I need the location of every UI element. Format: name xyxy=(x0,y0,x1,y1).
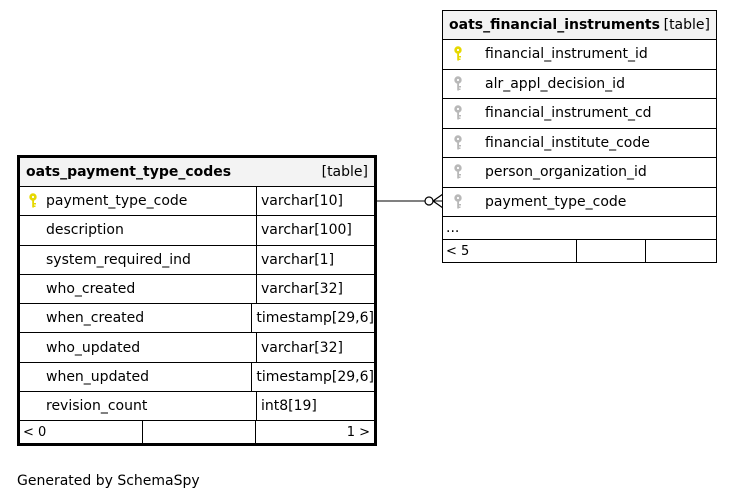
column-name-cell: financial_instrument_id xyxy=(443,40,716,69)
parents-count: < 5 xyxy=(443,240,577,262)
foreign-key-icon xyxy=(453,194,463,210)
table-footer: < 0 1 > xyxy=(20,421,374,444)
table-name[interactable]: oats_payment_type_codes xyxy=(26,164,232,180)
column-row[interactable]: financial_instrument_cd xyxy=(443,99,716,129)
more-columns-indicator: ... xyxy=(443,217,716,240)
column-name: description xyxy=(46,222,124,239)
column-row[interactable]: who_updated varchar[32] xyxy=(20,333,374,363)
column-row[interactable]: alr_appl_decision_id xyxy=(443,70,716,99)
table-type: [table] xyxy=(663,17,710,33)
column-name: system_required_ind xyxy=(46,251,191,268)
foreign-key-icon xyxy=(453,105,463,121)
column-row[interactable]: revision_count int8[19] xyxy=(20,392,374,422)
foreign-key-icon xyxy=(453,76,463,92)
column-type: varchar[100] xyxy=(261,222,352,239)
column-row[interactable]: payment_type_code xyxy=(443,188,716,217)
generated-by-credit: Generated by SchemaSpy xyxy=(17,473,200,489)
column-name: when_updated xyxy=(46,368,150,385)
column-name-cell: payment_type_code xyxy=(20,187,257,216)
column-row[interactable]: when_updated timestamp[29,6] xyxy=(20,362,374,393)
parents-count: < 0 xyxy=(20,421,143,444)
column-name: financial_instrument_id xyxy=(485,46,648,63)
column-row[interactable]: financial_instrument_id xyxy=(443,40,716,70)
foreign-key-icon xyxy=(453,164,463,180)
column-row[interactable]: financial_institute_code xyxy=(443,129,716,158)
column-type: timestamp[29,6] xyxy=(256,368,374,385)
footer-spacer xyxy=(143,421,256,444)
column-name: payment_type_code xyxy=(46,193,188,210)
column-type: varchar[1] xyxy=(261,251,335,268)
column-name-cell: revision_count xyxy=(20,392,257,421)
table-type: [table] xyxy=(321,164,368,180)
column-name: payment_type_code xyxy=(485,193,627,210)
column-row[interactable]: system_required_ind varchar[1] xyxy=(20,245,374,275)
column-name-cell: system_required_ind xyxy=(20,245,257,274)
column-name-cell: who_created xyxy=(20,274,257,304)
column-row[interactable]: payment_type_code varchar[10] xyxy=(20,187,374,217)
column-name: when_created xyxy=(46,310,145,327)
column-name: who_created xyxy=(46,281,136,298)
column-name: alr_appl_decision_id xyxy=(485,75,625,92)
primary-key-icon xyxy=(28,193,38,209)
column-type: varchar[32] xyxy=(261,339,343,356)
column-row[interactable]: when_created timestamp[29,6] xyxy=(20,304,374,334)
table-footer: < 5 xyxy=(443,240,716,262)
foreign-key-icon xyxy=(453,135,463,151)
column-name: financial_instrument_cd xyxy=(485,105,652,122)
column-name-cell: payment_type_code xyxy=(443,188,716,217)
column-name-cell: alr_appl_decision_id xyxy=(443,70,716,99)
column-name-cell: when_updated xyxy=(20,362,253,392)
column-name-cell: description xyxy=(20,216,257,245)
table-header: oats_financial_instruments [table] xyxy=(443,11,716,40)
children-count xyxy=(646,240,716,262)
column-name: who_updated xyxy=(46,339,141,356)
column-type: varchar[10] xyxy=(261,193,343,210)
children-count: 1 > xyxy=(346,424,370,440)
table-name[interactable]: oats_financial_instruments xyxy=(449,17,660,33)
column-type: int8[19] xyxy=(261,398,317,415)
column-name-cell: financial_instrument_cd xyxy=(443,99,716,128)
primary-key-icon xyxy=(453,46,463,62)
column-row[interactable]: description varchar[100] xyxy=(20,216,374,246)
column-name: financial_institute_code xyxy=(485,134,650,151)
column-name-cell: who_updated xyxy=(20,333,257,362)
column-type: timestamp[29,6] xyxy=(256,310,374,327)
table-header: oats_payment_type_codes [table] xyxy=(20,158,374,187)
column-type: varchar[32] xyxy=(261,281,343,298)
column-row[interactable]: person_organization_id xyxy=(443,158,716,188)
column-name-cell: financial_institute_code xyxy=(443,129,716,158)
footer-spacer xyxy=(577,240,646,262)
column-row[interactable]: who_created varchar[32] xyxy=(20,274,374,305)
payment-type-codes-table[interactable]: oats_payment_type_codes [table] payment_… xyxy=(17,155,377,447)
financial-instruments-table[interactable]: oats_financial_instruments [table] finan… xyxy=(442,10,717,263)
column-name: revision_count xyxy=(46,398,148,415)
column-name-cell: when_created xyxy=(20,304,253,333)
column-name: person_organization_id xyxy=(485,164,647,181)
column-name-cell: person_organization_id xyxy=(443,158,716,187)
